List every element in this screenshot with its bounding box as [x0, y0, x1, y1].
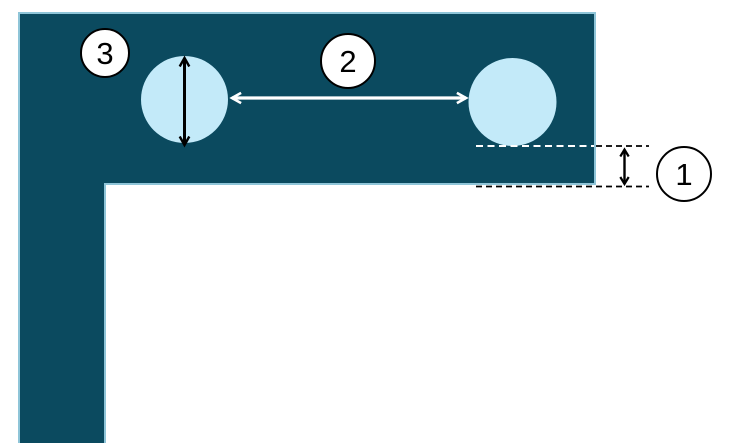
callout-3-label: 3: [96, 35, 114, 71]
right-target-circle: [468, 58, 557, 146]
callout-1: 1: [656, 146, 712, 202]
callout-1-label: 1: [675, 156, 693, 192]
callout-2-label: 2: [339, 43, 357, 79]
callout-2: 2: [320, 33, 376, 89]
callout-3: 3: [80, 28, 130, 78]
